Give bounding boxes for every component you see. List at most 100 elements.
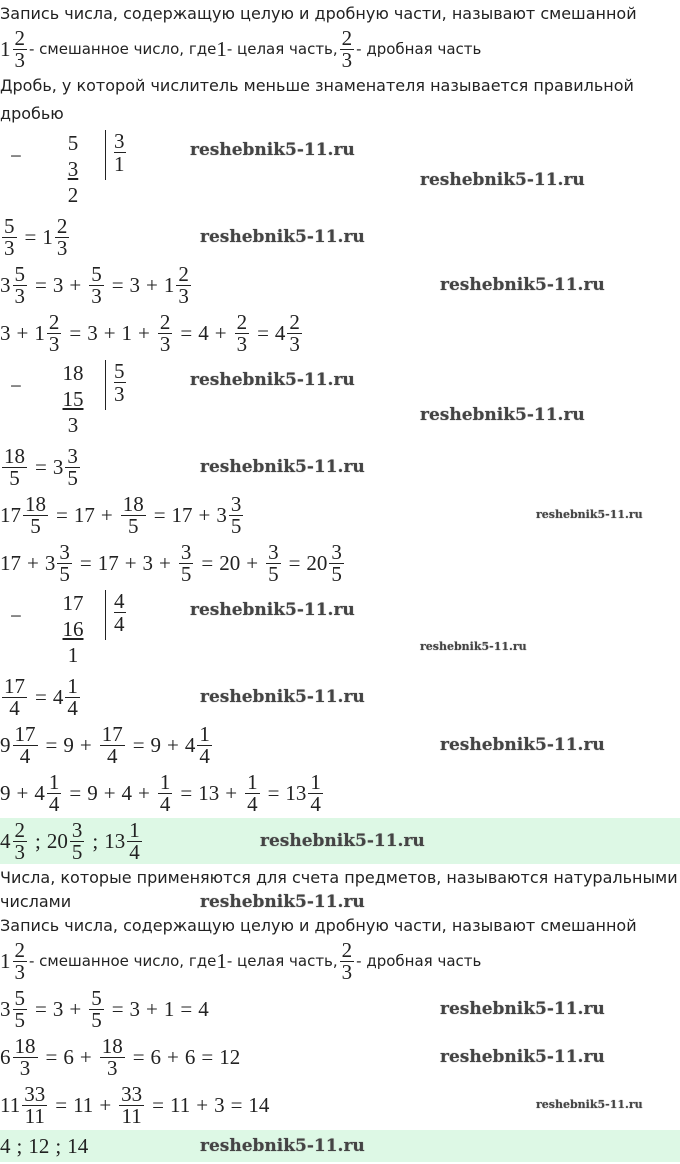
math-operator: + — [124, 550, 137, 575]
math-number: 3 — [0, 272, 11, 297]
math-operator: + — [196, 1092, 209, 1117]
math-operator: + — [79, 1044, 92, 1069]
quotient-top: 3 — [114, 129, 126, 153]
math-number: 1 — [121, 320, 133, 345]
math-number: 9 — [87, 780, 98, 805]
minus-sign: − — [10, 604, 22, 628]
math-operator: + — [100, 502, 113, 527]
math-operator: = — [111, 272, 124, 297]
math-number: 1 — [216, 36, 227, 61]
numerator: 5 — [2, 213, 17, 238]
subtrahend: 3 — [67, 157, 79, 181]
numerator: 18 — [23, 491, 48, 516]
numerator: 18 — [99, 1033, 125, 1058]
math-operator: = — [45, 732, 58, 757]
math-number: 3 — [129, 996, 141, 1021]
math-text: - смешанное число, где — [29, 40, 217, 58]
math-number: 3 — [52, 272, 64, 297]
math-operator: + — [146, 996, 158, 1021]
denominator: 3 — [14, 47, 26, 72]
numerator: 3 — [57, 539, 72, 564]
denominator: 3 — [236, 331, 248, 356]
math-number: 20 — [306, 550, 328, 575]
math-operator: = — [35, 454, 47, 479]
math-number: 20 — [219, 550, 241, 575]
numerator: 1 — [157, 769, 173, 794]
definition-text: Запись числа, содержащую целую и дробную… — [0, 4, 637, 23]
watermark: reshebnik5-11.ru — [190, 600, 355, 620]
math-operator: = — [24, 224, 37, 249]
quotient-bottom: 1 — [114, 152, 125, 176]
denominator: 11 — [121, 1103, 142, 1128]
watermark: reshebnik5-11.ru — [190, 140, 355, 160]
math-operator: + — [103, 780, 116, 805]
watermark: reshebnik5-11.ru — [420, 170, 585, 190]
denominator: 3 — [341, 47, 353, 72]
math-operator: = — [180, 320, 193, 345]
numerator: 2 — [12, 817, 27, 842]
subtrahend: 15 — [62, 387, 84, 411]
math-operator: = — [69, 780, 82, 805]
math-number: 1 — [34, 320, 45, 345]
denominator: 5 — [59, 561, 70, 586]
math-operator: = — [132, 732, 145, 757]
numerator: 3 — [329, 539, 344, 564]
math-number: 3 — [214, 1092, 225, 1117]
denominator: 5 — [331, 561, 342, 586]
denominator: 4 — [129, 839, 140, 864]
math-number: 4 — [198, 320, 209, 345]
denominator: 5 — [91, 1007, 102, 1032]
numerator: 1 — [245, 769, 260, 794]
numerator: 33 — [22, 1081, 48, 1106]
numerator: 2 — [234, 309, 250, 334]
numerator: 3 — [228, 491, 244, 516]
math-text: - смешанное число, где — [29, 952, 217, 970]
math-number: 3 — [142, 550, 154, 575]
definition-text: Запись числа, содержащую целую и дробную… — [0, 916, 637, 935]
numerator: 18 — [120, 491, 146, 516]
math-number: 4 — [198, 996, 209, 1021]
numerator: 2 — [176, 261, 191, 286]
math-number: 3 — [216, 502, 227, 527]
definition-text: Числа, которые применяются для счета пре… — [0, 868, 678, 887]
math-number: 14 — [67, 1133, 89, 1158]
numerator: 2 — [12, 25, 27, 50]
numerator: 1 — [197, 721, 212, 746]
math-number: 14 — [248, 1092, 270, 1117]
dividend: 18 — [62, 361, 84, 385]
math-number: 17 — [97, 550, 119, 575]
quotient-top: 4 — [114, 589, 126, 613]
math-number: 17 — [73, 502, 95, 527]
math-operator: + — [225, 780, 238, 805]
numerator: 18 — [2, 443, 27, 468]
numerator: 1 — [65, 673, 80, 698]
denominator: 3 — [14, 959, 26, 984]
quotient-bottom: 3 — [114, 382, 125, 406]
math-operator: = — [257, 320, 269, 345]
numerator: 2 — [54, 213, 70, 238]
quotient-top: 5 — [114, 359, 126, 383]
watermark: reshebnik5-11.ru — [536, 1098, 643, 1111]
math-number: 3 — [52, 996, 64, 1021]
numerator: 3 — [65, 443, 80, 468]
denominator: 5 — [127, 513, 139, 538]
